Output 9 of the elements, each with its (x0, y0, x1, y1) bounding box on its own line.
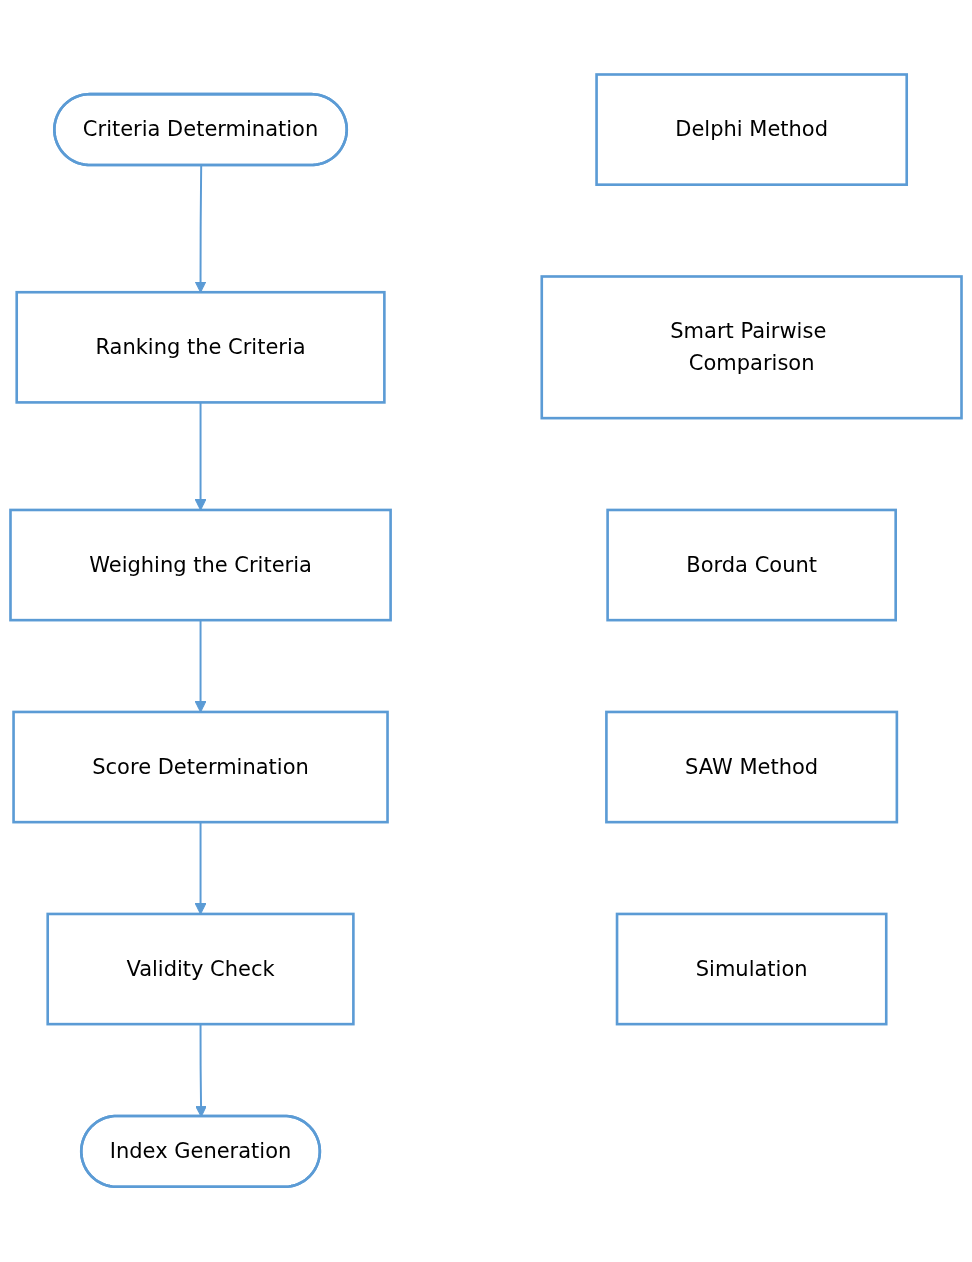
node-box: Delphi Method (595, 73, 908, 187)
node-box: Borda Count (606, 509, 897, 622)
node-box: Simulation (615, 913, 888, 1026)
node-box: Validity Check (46, 913, 355, 1026)
node-box: Weighing the Criteria (9, 509, 392, 622)
node-box: Score Determination (12, 711, 389, 824)
node-box: Ranking the Criteria (15, 291, 386, 405)
node-box: Smart Pairwise Comparison (540, 275, 963, 420)
node-box: SAW Method (605, 711, 899, 824)
